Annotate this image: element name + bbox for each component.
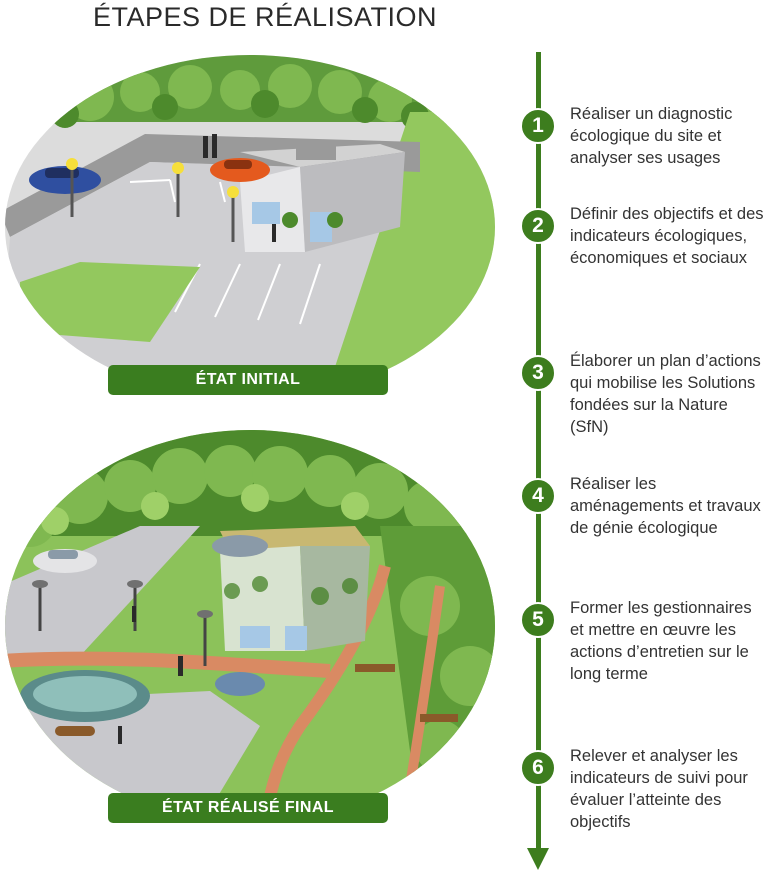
step-number-badge: 1: [520, 108, 556, 144]
step-number-badge: 6: [520, 750, 556, 786]
step-number-badge: 2: [520, 208, 556, 244]
step-number-badge: 3: [520, 355, 556, 391]
step-number-badge: 5: [520, 602, 556, 638]
final-state-caption: ÉTAT RÉALISÉ FINAL: [108, 793, 388, 823]
initial-state-illustration: [0, 52, 500, 392]
step-text: Relever et analyser les indicateurs de s…: [570, 747, 748, 831]
page-title: ÉTAPES DE RÉALISATION: [92, 2, 438, 32]
final-state-illustration: [0, 426, 500, 826]
step-text: Élaborer un plan d’actions qui mobilise …: [570, 352, 761, 436]
step-text: Former les gestionnaires et mettre en œu…: [570, 599, 752, 683]
step-text: Réaliser les aménagements et travaux de …: [570, 475, 761, 537]
step-number-badge: 4: [520, 478, 556, 514]
step-text: Réaliser un diagnostic écologique du sit…: [570, 105, 733, 167]
step-text: Définir des objectifs et des indicateurs…: [570, 205, 764, 267]
initial-state-caption: ÉTAT INITIAL: [108, 365, 388, 395]
timeline-line: [536, 52, 541, 852]
timeline-arrow-down-icon: [527, 848, 549, 870]
